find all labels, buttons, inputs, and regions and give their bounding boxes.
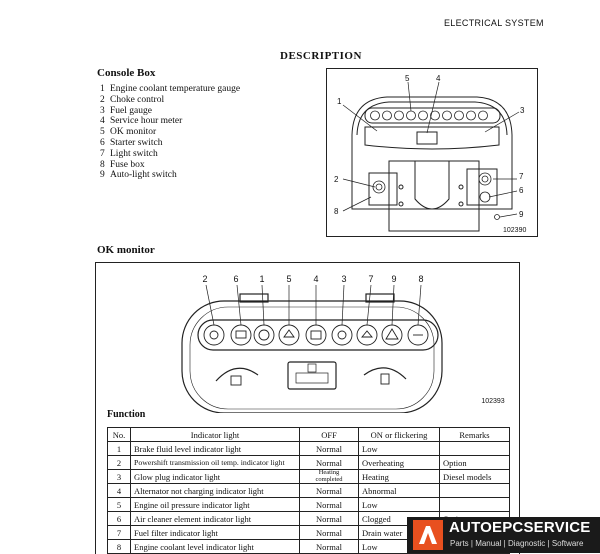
row-indicator: Glow plug indicator light <box>130 469 300 484</box>
row-no: 6 <box>107 511 131 526</box>
callout-9: 9 <box>519 210 524 219</box>
row-no: 5 <box>107 497 131 512</box>
row-on: Heating <box>358 469 440 484</box>
row-indicator: Powershift transmission oil temp. indica… <box>130 455 300 470</box>
row-off: Normal <box>299 525 359 540</box>
row-off: Normal <box>299 497 359 512</box>
ok-callout: 9 <box>391 274 396 284</box>
row-indicator: Engine oil pressure indicator light <box>130 497 300 512</box>
row-on: Low <box>358 441 440 456</box>
row-off: Normal <box>299 455 359 470</box>
ok-callout: 2 <box>202 274 207 284</box>
row-off: Normal <box>299 483 359 498</box>
row-no: 1 <box>107 441 131 456</box>
table-header-row: No. Indicator light OFF ON or flickering… <box>107 427 510 442</box>
row-remarks <box>439 483 510 498</box>
row-on: Abnormal <box>358 483 440 498</box>
console-box-drawing: 1 2 3 4 5 6 7 8 9 102390 <box>334 74 526 234</box>
row-off-line2: completed <box>315 475 343 483</box>
table-row: 2 Powershift transmission oil temp. indi… <box>107 455 510 470</box>
watermark-banner[interactable]: AUTOEPCSERVICE Parts | Manual | Diagnost… <box>407 517 600 553</box>
section-header: ELECTRICAL SYSTEM <box>444 18 544 28</box>
ok-callout: 5 <box>286 274 291 284</box>
row-remarks <box>439 441 510 456</box>
row-remarks: Option <box>439 455 510 470</box>
col-header-indicator: Indicator light <box>130 427 300 442</box>
col-header-no: No. <box>107 427 131 442</box>
brand-tagline: Parts | Manual | Diagnostic | Software <box>450 539 584 548</box>
ok-callout: 7 <box>368 274 373 284</box>
callout-7: 7 <box>519 172 524 181</box>
brand-logo-icon <box>413 520 443 550</box>
row-indicator: Air cleaner element indicator light <box>130 511 300 526</box>
callout-1: 1 <box>337 97 342 106</box>
brand-name: AUTOEPCSERVICE <box>449 519 591 536</box>
row-indicator: Alternator not charging indicator light <box>130 483 300 498</box>
callout-3: 3 <box>520 106 525 115</box>
description-title: DESCRIPTION <box>280 50 362 62</box>
ok-callout: 3 <box>341 274 346 284</box>
row-on: Low <box>358 497 440 512</box>
ok-callout: 4 <box>313 274 318 284</box>
row-off: Normal <box>299 441 359 456</box>
row-no: 3 <box>107 469 131 484</box>
row-no: 8 <box>107 539 131 554</box>
row-no: 2 <box>107 455 131 470</box>
ok-callout: 8 <box>418 274 423 284</box>
row-no: 4 <box>107 483 131 498</box>
row-remarks <box>439 497 510 512</box>
table-row: 1 Brake fluid level indicator light Norm… <box>107 441 510 456</box>
ok-callout: 6 <box>233 274 238 284</box>
row-no: 7 <box>107 525 131 540</box>
row-indicator: Engine coolant level indicator light <box>130 539 300 554</box>
col-header-remarks: Remarks <box>439 427 510 442</box>
callout-5: 5 <box>405 74 410 83</box>
col-header-off: OFF <box>299 427 359 442</box>
row-off: Normal <box>299 511 359 526</box>
col-header-on: ON or flickering <box>358 427 440 442</box>
table-row: 5 Engine oil pressure indicator light No… <box>107 497 510 512</box>
callout-2: 2 <box>334 175 339 184</box>
table-row: 3 Glow plug indicator light Heating comp… <box>107 469 510 484</box>
console-box-figure: 1 2 3 4 5 6 7 8 9 102390 <box>326 68 538 237</box>
row-off: Normal <box>299 539 359 554</box>
ok-monitor-title: OK monitor <box>97 244 155 256</box>
ok-callout: 1 <box>259 274 264 284</box>
row-indicator: Brake fluid level indicator light <box>130 441 300 456</box>
row-indicator: Fuel filter indicator light <box>130 525 300 540</box>
ok-monitor-figure: 2 6 1 5 4 3 7 9 8 102393 <box>95 262 520 554</box>
row-off: Heating completed <box>299 469 359 484</box>
callout-8: 8 <box>334 207 339 216</box>
ok-monitor-drawing: 2 6 1 5 4 3 7 9 8 102393 <box>181 274 505 413</box>
figure-id: 102390 <box>503 227 526 234</box>
row-off-line1: Heating <box>318 469 340 476</box>
table-row: 4 Alternator not charging indicator ligh… <box>107 483 510 498</box>
callout-6: 6 <box>519 186 524 195</box>
function-title: Function <box>107 409 146 420</box>
console-box-title: Console Box <box>97 67 156 79</box>
row-remarks: Diesel models <box>439 469 510 484</box>
ok-figure-id: 102393 <box>481 398 504 405</box>
row-on: Overheating <box>358 455 440 470</box>
callout-4: 4 <box>436 74 441 83</box>
